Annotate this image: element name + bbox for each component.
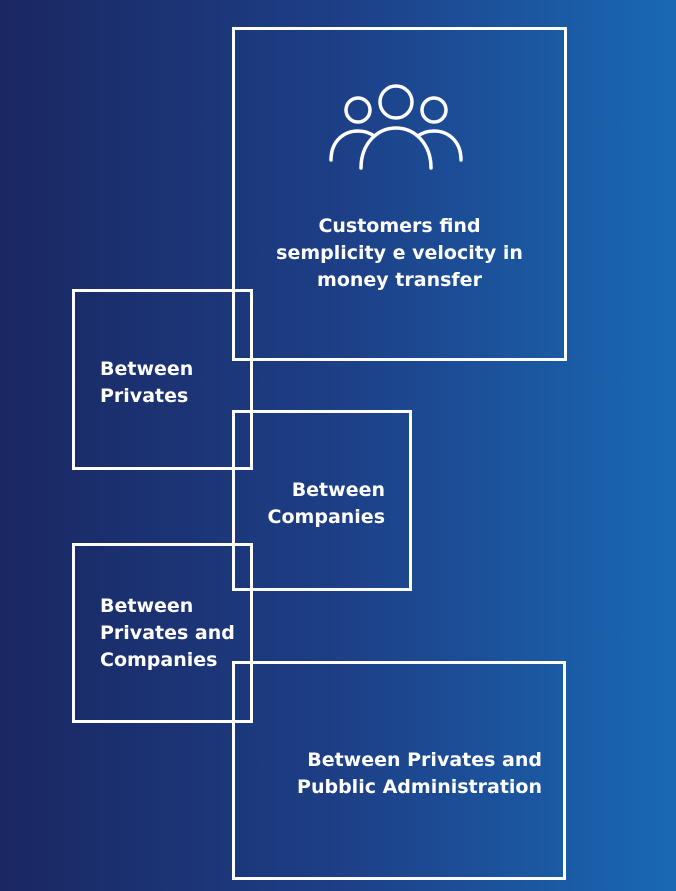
between-privates-and-public-administration-box [232, 661, 566, 880]
between-privates-and-companies-label: Between Privates and Companies [100, 595, 235, 671]
between-companies-label: Between Companies [267, 479, 385, 528]
customers-box [232, 27, 567, 361]
between-privates-and-companies-box [72, 543, 253, 723]
users-group-icon [329, 84, 463, 170]
between-privates-and-public-administration-label: Between Privates and Pubblic Administrat… [297, 749, 542, 798]
between-privates-box [72, 289, 253, 470]
between-companies-box [232, 410, 412, 591]
between-privates-label: Between Privates [100, 358, 194, 407]
customers-text: Customers find semplicity e velocity in … [276, 215, 523, 291]
